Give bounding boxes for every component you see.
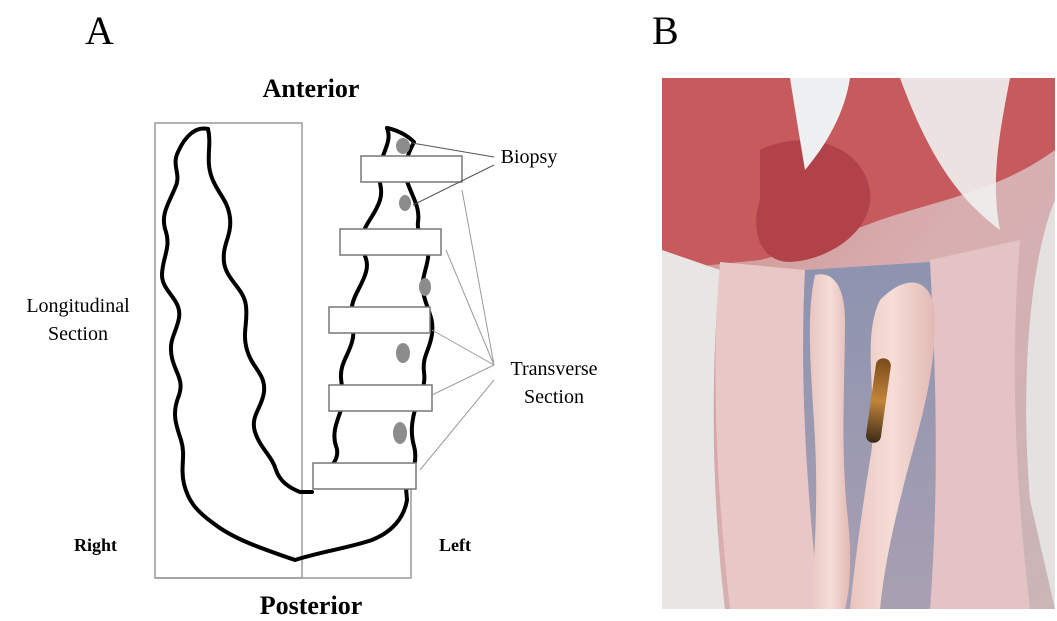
panel-label-b: B [652,8,679,53]
transverse-leader-line [432,365,494,395]
right-label: Right [74,535,117,555]
biopsy-spot [396,138,410,154]
biopsy-spot [399,195,411,211]
muscle-right [930,240,1030,609]
transverse-leader-line [462,190,494,365]
dissection-photo [662,78,1055,609]
biopsy-spot [419,278,431,296]
transverse-leader-line [446,250,494,365]
longitudinal-label-line1: Longitudinal [26,295,130,317]
transverse-section-box-2 [340,229,441,255]
longitudinal-section-box [155,123,302,578]
biopsy-spot [393,422,407,444]
posterior-label: Posterior [260,591,363,620]
biopsy-label: Biopsy [501,146,558,168]
transverse-label-line1: Transverse [510,358,597,380]
biopsy-spot [396,343,410,363]
intestine-inner-outline [208,129,312,492]
left-label: Left [439,535,471,555]
transverse-section-box-5 [313,463,416,489]
biopsy-leader-line [412,143,494,157]
transverse-section-box-1 [361,156,462,182]
transverse-leader-line [432,330,494,365]
intestine-outer-outline [162,128,407,560]
panel-label-a: A [85,8,114,53]
anterior-label: Anterior [263,74,360,103]
transverse-section-box-4 [329,385,432,411]
transverse-label-line2: Section [524,386,584,408]
longitudinal-label-line2: Section [48,323,108,345]
transverse-section-box-3 [329,307,430,333]
